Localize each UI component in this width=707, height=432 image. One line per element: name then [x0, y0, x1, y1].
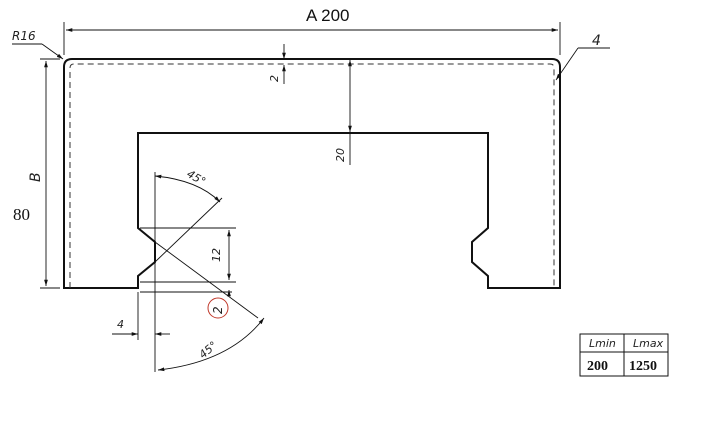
inner-dashed-offset — [69, 63, 555, 288]
notch-diag-falling — [154, 241, 259, 319]
angle-arc-top — [154, 174, 221, 203]
radius-label: R16 — [12, 29, 36, 43]
offset-leader-arrow — [555, 47, 579, 81]
edge-offset-label: 4 — [592, 33, 601, 49]
table-value-lmax: 1250 — [629, 359, 657, 374]
height-value: 80 — [13, 205, 30, 224]
table-header-lmin: Lmin — [589, 337, 616, 350]
angle-bottom-label: 45° — [197, 339, 220, 361]
circled-note-label: 2 — [211, 306, 225, 314]
profile-outline — [63, 58, 561, 289]
height-letter: B — [28, 172, 44, 182]
length-table: Lmin Lmax 200 1250 — [579, 333, 669, 377]
slot-depth-label: 20 — [334, 148, 347, 162]
angle-arc-bottom — [157, 317, 265, 372]
radius-leader-arrow — [41, 43, 64, 60]
notch-offset-label: 4 — [117, 318, 124, 331]
top-dimension-label: A 200 — [306, 6, 350, 25]
table-value-lmin: 200 — [587, 359, 608, 374]
circled-note-mark — [207, 297, 229, 319]
notch-diag-rising — [154, 197, 223, 263]
notch-height-label: 12 — [210, 248, 223, 262]
angle-top-label: 45° — [185, 167, 208, 188]
table-header-lmax: Lmax — [633, 337, 664, 350]
thickness-label: 2 — [268, 75, 281, 82]
